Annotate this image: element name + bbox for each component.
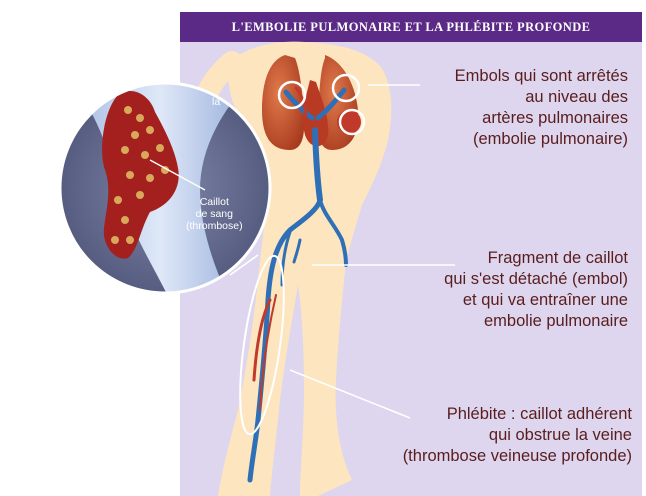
clot-label-line-1: Caillot [186, 196, 243, 208]
fragment-label-line-4: embolie pulmonaire [444, 311, 628, 332]
fragment-label-line-2: qui s'est détaché (embol) [444, 269, 628, 290]
fragment-label: Fragment de caillot qui s'est détaché (e… [444, 248, 628, 332]
emboli-label-line-2: au niveau des [455, 87, 628, 108]
emboli-label-line-1: Embols qui sont arrêtés [455, 66, 628, 87]
partial-label: la [212, 96, 220, 108]
clot-label: Caillot de sang (thrombose) [186, 196, 243, 232]
emboli-label-line-4: (embolie pulmonaire) [455, 129, 628, 150]
emboli-label: Embols qui sont arrêtés au niveau des ar… [455, 66, 628, 150]
phlebitis-label-line-2: qui obstrue la veine [403, 425, 632, 446]
phlebitis-label-line-1: Phlébite : caillot adhérent [403, 404, 632, 425]
fragment-label-line-1: Fragment de caillot [444, 248, 628, 269]
fragment-label-line-3: et qui va entraîner une [444, 290, 628, 311]
phlebitis-label-line-3: (thrombose veineuse profonde) [403, 446, 632, 467]
clot-label-line-3: (thrombose) [186, 220, 243, 232]
emboli-label-line-3: artères pulmonaires [455, 108, 628, 129]
clot-label-line-2: de sang [186, 208, 243, 220]
phlebitis-label: Phlébite : caillot adhérent qui obstrue … [403, 404, 632, 467]
